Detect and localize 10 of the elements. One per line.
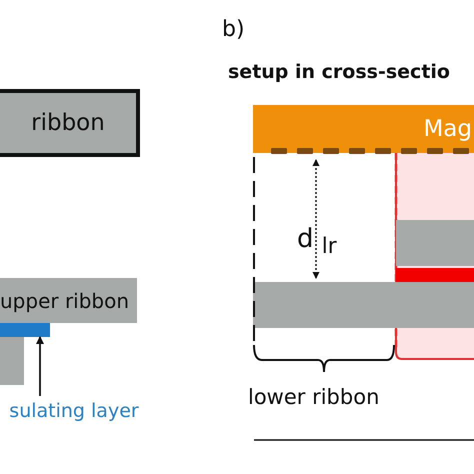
part-label: lower ribbon bbox=[248, 387, 380, 408]
panel-label: b) bbox=[222, 19, 245, 41]
dimension-label: d $_{lr}$ bbox=[297, 226, 337, 258]
ribbon-box: upper ribbon bbox=[0, 278, 137, 323]
ribbon-box: ribbon bbox=[0, 89, 140, 157]
magnet-bar: Mag bbox=[253, 105, 474, 153]
callout-label: sulating layer bbox=[0, 398, 156, 424]
arrow bbox=[36, 336, 44, 396]
insulating-layer-bar bbox=[0, 323, 50, 337]
title: setup in cross-sectio bbox=[228, 63, 450, 82]
